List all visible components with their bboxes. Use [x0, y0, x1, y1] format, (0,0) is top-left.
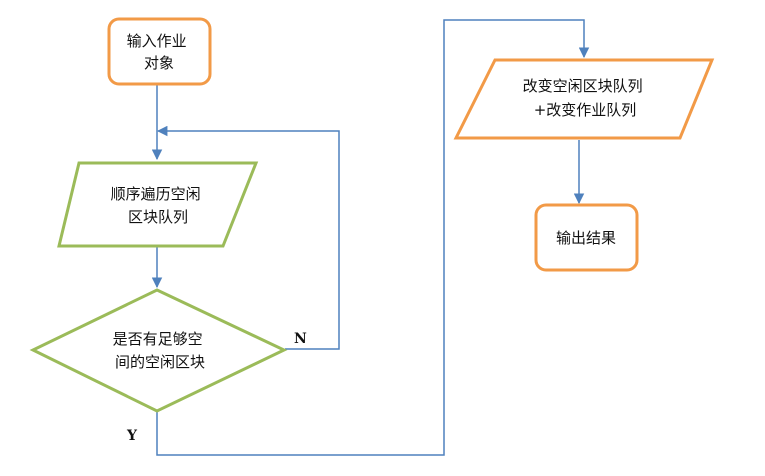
branch-label-yes: Y [126, 428, 138, 444]
svg-text:输入作业 对象: 输入作业 对象 [127, 32, 192, 72]
traverse-label-line-1: 顺序遍历空闲 [111, 185, 201, 203]
connectors [151, 19, 590, 456]
traverse-parallelogram [57, 161, 259, 248]
input-box [107, 17, 212, 86]
traverse-label-line-2: 区块队列 [128, 208, 188, 226]
decision-label-line-1: 是否有足够空 [113, 330, 203, 348]
svg-text:改变空闲区块队列 +改变作业队列: 改变空闲区块队列 +改变作业队列 [523, 77, 648, 119]
connector-yes-path [156, 19, 590, 456]
decision-label-line-2: 间的空闲区块 [115, 353, 205, 371]
branch-label-no: N [294, 331, 307, 347]
svg-text:是否有足够空 间的空闲区块: 是否有足够空 间的空闲区块 [113, 330, 208, 371]
update-label-line-1: 改变空闲区块队列 [523, 77, 643, 95]
decision-node: 是否有足够空 间的空闲区块 [29, 288, 288, 413]
decision-diamond [29, 288, 288, 413]
output-box [534, 203, 639, 272]
connector-no-loop [156, 125, 340, 350]
traverse-node: 顺序遍历空闲 区块队列 [57, 161, 259, 248]
input-label-line-2: 对象 [144, 54, 174, 72]
input-label-line-1: 输入作业 [127, 32, 187, 50]
output-label: 输出结果 [556, 229, 616, 247]
output-node: 输出结果 [534, 203, 639, 272]
update-parallelogram [453, 58, 715, 140]
update-label-line-2: +改变作业队列 [534, 101, 637, 119]
svg-text:顺序遍历空闲 区块队列: 顺序遍历空闲 区块队列 [111, 185, 206, 226]
update-node: 改变空闲区块队列 +改变作业队列 [453, 58, 715, 140]
svg-text:输出结果: 输出结果 [556, 229, 616, 247]
input-node: 输入作业 对象 [107, 17, 212, 86]
